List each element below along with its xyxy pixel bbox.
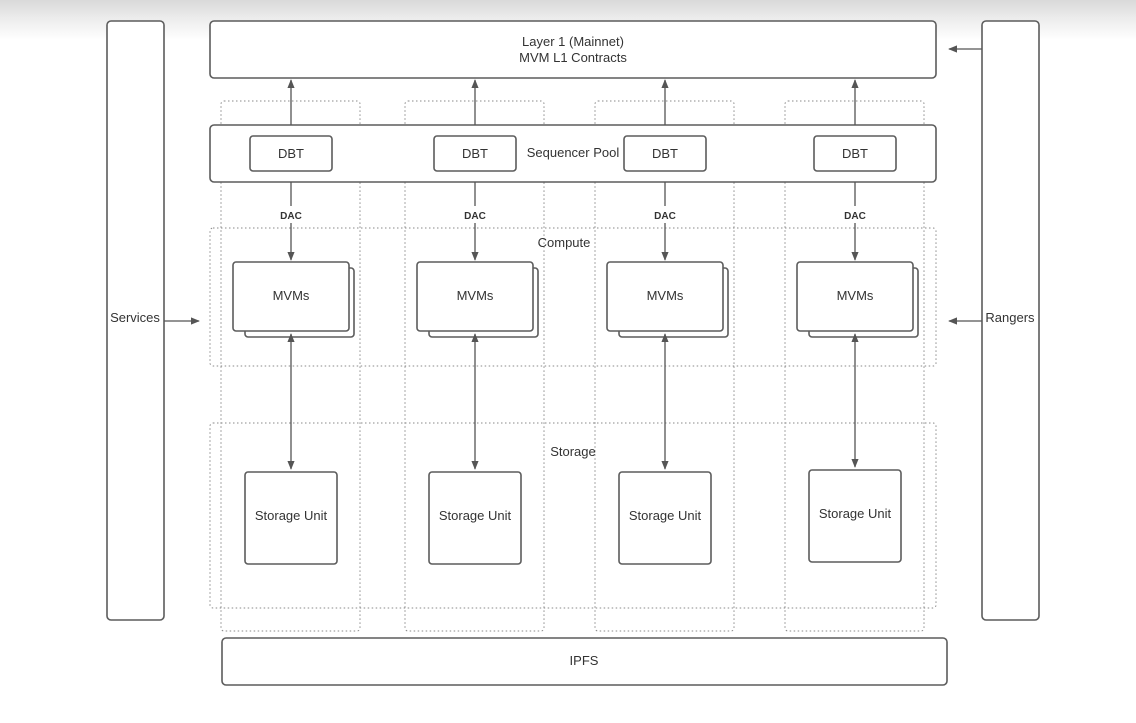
column-frame-4 <box>784 100 925 632</box>
dbt-label: DBT <box>842 146 868 161</box>
storage-unit-label: Storage Unit <box>439 508 512 523</box>
mvms-box <box>416 261 534 332</box>
layer1-title: Layer 1 (Mainnet) <box>522 34 624 49</box>
storage-label: Storage <box>550 444 596 459</box>
column-frame-1 <box>220 100 361 632</box>
column-frame-3 <box>594 100 735 632</box>
column-1: DBT DAC MVMs Storage Unit <box>232 79 355 565</box>
dac-label: DAC <box>654 211 676 222</box>
ipfs-label: IPFS <box>570 653 599 668</box>
mvms-box <box>796 261 914 332</box>
sequencer-pool-box <box>209 124 937 183</box>
dbt-label: DBT <box>278 146 304 161</box>
dac-label: DAC <box>464 211 486 222</box>
dbt-label: DBT <box>462 146 488 161</box>
storage-unit-box <box>428 471 522 565</box>
dbt-box <box>249 135 333 172</box>
compute-region <box>209 227 937 367</box>
services-label: Services <box>110 310 160 325</box>
ipfs-box <box>221 637 948 686</box>
column-2: DBT DAC MVMs Storage Unit <box>416 79 539 565</box>
column-frame-2 <box>404 100 545 632</box>
dbt-box <box>623 135 707 172</box>
storage-unit-label: Storage Unit <box>819 506 892 521</box>
storage-region <box>209 422 937 609</box>
storage-unit-label: Storage Unit <box>629 508 702 523</box>
mvms-label: MVMs <box>647 288 684 303</box>
mvms-box <box>232 261 350 332</box>
mvms-label: MVMs <box>837 288 874 303</box>
storage-unit-box <box>808 469 902 563</box>
dbt-box <box>813 135 897 172</box>
mvms-box <box>606 261 724 332</box>
dbt-label: DBT <box>652 146 678 161</box>
compute-label: Compute <box>538 235 591 250</box>
rangers-label: Rangers <box>985 310 1035 325</box>
column-4: DBT DAC MVMs Storage Unit <box>796 79 919 563</box>
dac-label: DAC <box>280 211 302 222</box>
mvms-label: MVMs <box>457 288 494 303</box>
mvms-label: MVMs <box>273 288 310 303</box>
sequencer-pool-label: Sequencer Pool <box>527 145 620 160</box>
layer1-subtitle: MVM L1 Contracts <box>519 50 627 65</box>
storage-unit-label: Storage Unit <box>255 508 328 523</box>
storage-unit-box <box>244 471 338 565</box>
column-3: DBT DAC MVMs Storage Unit <box>606 79 729 565</box>
storage-unit-box <box>618 471 712 565</box>
dac-label: DAC <box>844 211 866 222</box>
dbt-box <box>433 135 517 172</box>
layer1-box <box>209 20 937 79</box>
